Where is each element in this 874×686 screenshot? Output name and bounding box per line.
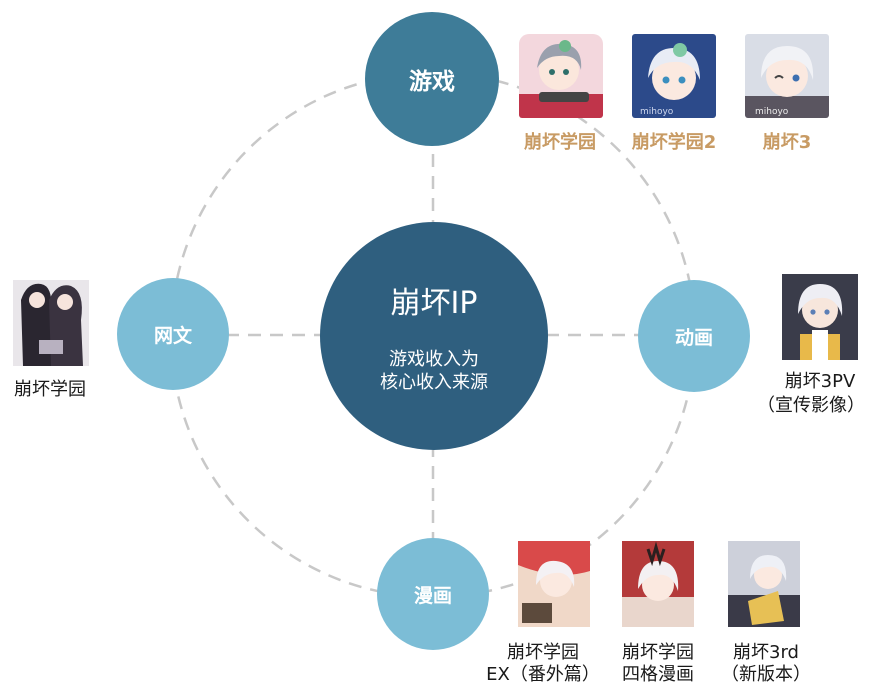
anime-girl-game-icon-2: mihoyo <box>632 34 716 118</box>
comic-cover-1 <box>518 541 590 627</box>
comic-caption-2-line1: 崩坏学园 <box>622 642 694 663</box>
anime-girl-game-icon-1 <box>519 34 603 118</box>
comic-caption-1-line2: EX（番外篇） <box>486 664 600 685</box>
center-title: 崩坏IP <box>390 286 478 321</box>
anime-node-label: 动画 <box>674 326 713 349</box>
svg-text:mihoyo: mihoyo <box>755 107 789 117</box>
comic-caption-2-line2: 四格漫画 <box>622 664 694 685</box>
comic-cover-2 <box>622 541 694 627</box>
center-subtitle-line1: 游戏收入为 <box>389 349 479 370</box>
novel-node-label: 网文 <box>153 324 192 347</box>
anime-node: 动画 <box>638 280 750 392</box>
game-caption-1: 崩坏学园 <box>524 132 596 153</box>
anime-pv-image <box>782 274 858 360</box>
comic-caption-3-line2: （新版本） <box>721 664 811 685</box>
center-subtitle-line2: 核心收入来源 <box>380 372 488 393</box>
novel-node: 网文 <box>117 278 229 390</box>
comic-caption-1-line1: 崩坏学园 <box>507 642 579 663</box>
center-node-honkai-ip: 崩坏IP 游戏收入为 核心收入来源 <box>320 222 548 450</box>
novel-cover-image <box>13 280 89 366</box>
game-node-label: 游戏 <box>409 69 455 95</box>
game-node: 游戏 <box>365 12 499 146</box>
comic-caption-3-line1: 崩坏3rd <box>733 642 799 663</box>
comic-node: 漫画 <box>377 538 489 650</box>
comic-cover-3 <box>728 541 800 627</box>
game-caption-2: 崩坏学园2 <box>631 132 717 153</box>
comic-node-label: 漫画 <box>413 584 452 607</box>
novel-caption: 崩坏学园 <box>14 379 86 400</box>
anime-caption-line2: （宣传影像） <box>757 395 865 416</box>
svg-text:mihoyo: mihoyo <box>640 107 674 117</box>
anime-girl-game-icon-3: mihoyo <box>745 34 829 118</box>
anime-caption-line1: 崩坏3PV <box>784 371 856 392</box>
game-caption-3: 崩坏3 <box>762 132 812 153</box>
